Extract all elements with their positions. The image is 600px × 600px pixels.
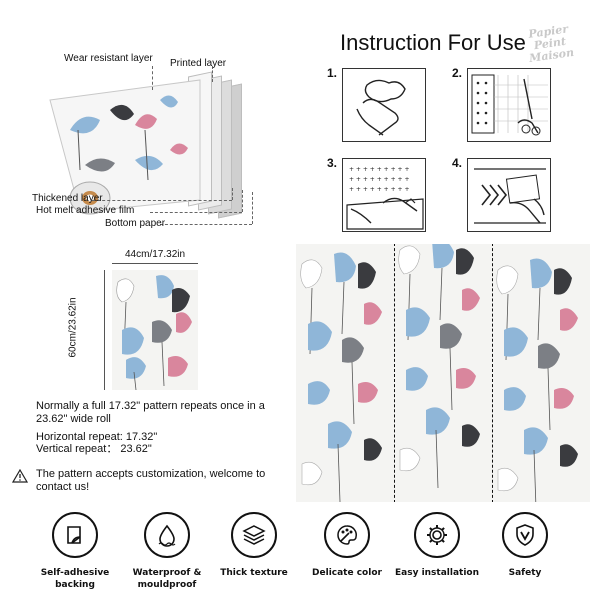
- feature-label: Thick texture: [220, 568, 288, 578]
- leader-wear: [152, 66, 153, 90]
- leader-thickened: [92, 200, 232, 201]
- feature-easy-installation: Easy installation: [392, 512, 482, 579]
- crane-wallpaper-panels: [300, 244, 579, 502]
- width-dimension-line: [112, 263, 198, 264]
- step-4-smooth-sheet: [467, 158, 551, 232]
- feature-delicate-color: Delicate color: [302, 512, 392, 579]
- repeat-note: Normally a full 17.32" pattern repeats o…: [36, 400, 265, 425]
- roll-illustration: [49, 79, 201, 215]
- feature-label: Safety: [508, 568, 542, 578]
- feature-label: Delicate color: [312, 568, 382, 578]
- step-number-2: 2.: [452, 66, 463, 80]
- height-dimension-label: 60cm/23.62in: [67, 297, 79, 358]
- leader-bottom: [160, 224, 252, 225]
- leader-adhesive: [150, 212, 242, 213]
- pattern-preview: [296, 244, 590, 502]
- leader-bottom-v: [252, 192, 253, 224]
- step-3-peel-backing: + + + + + + + + + + + + + + + + + + + + …: [342, 158, 426, 232]
- leader-printed: [212, 66, 213, 82]
- leader-thickened-v: [232, 188, 233, 200]
- svg-text:+ + + + + + + + +: + + + + + + + + +: [349, 176, 410, 183]
- layer-label-wear: Wear resistant layer: [64, 53, 153, 64]
- water-drop-icon: [158, 524, 176, 547]
- brand-logo: Papier Peint Maison: [527, 22, 575, 65]
- gear-icon: [427, 525, 447, 545]
- step-number-3: 3.: [327, 156, 338, 170]
- layer-label-printed: Printed layer: [170, 58, 227, 69]
- align-sheet-icon: [471, 74, 548, 136]
- height-dimension-line: [104, 270, 105, 390]
- step-2-align-sheet: [467, 68, 551, 142]
- warning-triangle-icon: [12, 469, 28, 483]
- step-number-1: 1.: [327, 66, 338, 80]
- leader-adhesive-v: [242, 190, 243, 212]
- svg-text:+ + + + + + + + +: + + + + + + + + +: [349, 166, 410, 173]
- cloth-wipe-icon: [356, 79, 406, 136]
- feature-safety: Safety: [480, 512, 570, 579]
- feature-thick-texture: Thick texture: [209, 512, 299, 579]
- feature-waterproof: Waterproof & mouldproof: [122, 512, 212, 591]
- smooth-sheet-icon: [474, 168, 546, 224]
- feature-self-adhesive: Self-adhesive backing: [30, 512, 120, 591]
- step-1-clean-wall: [342, 68, 426, 142]
- instruction-title: Instruction For Use: [340, 30, 526, 55]
- layer-label-adhesive: Hot melt adhesive film: [36, 205, 135, 216]
- feature-label: Waterproof & mouldproof: [132, 568, 202, 590]
- step-number-4: 4.: [452, 156, 463, 170]
- crane-pattern-swatch: [116, 275, 192, 390]
- peel-backing-icon: + + + + + + + + + + + + + + + + + + + + …: [346, 166, 424, 230]
- customization-notice: The pattern accepts customization, welco…: [36, 468, 266, 493]
- width-dimension-label: 44cm/17.32in: [125, 249, 186, 260]
- vertical-repeat: Vertical repeat： 23.62": [36, 443, 152, 455]
- feature-label: Self-adhesive backing: [40, 568, 110, 590]
- horizontal-repeat: Horizontal repeat: 17.32": [36, 431, 158, 443]
- shield-check-icon: [516, 524, 534, 546]
- peel-sheet-icon: [67, 526, 81, 544]
- paint-palette-icon: [337, 525, 357, 545]
- wallpaper-roll-diagram: [40, 60, 290, 230]
- pattern-swatch: [112, 270, 198, 390]
- layer-label-thickened: Thickened layer: [32, 193, 103, 204]
- panel-seam-2: [492, 244, 493, 502]
- layer-label-bottom: Bottom paper: [105, 218, 166, 229]
- panel-seam-1: [394, 244, 395, 502]
- feature-label: Easy installation: [394, 568, 480, 578]
- stacked-layers-icon: [242, 525, 266, 545]
- svg-text:+ + + + + + + + +: + + + + + + + + +: [349, 186, 410, 193]
